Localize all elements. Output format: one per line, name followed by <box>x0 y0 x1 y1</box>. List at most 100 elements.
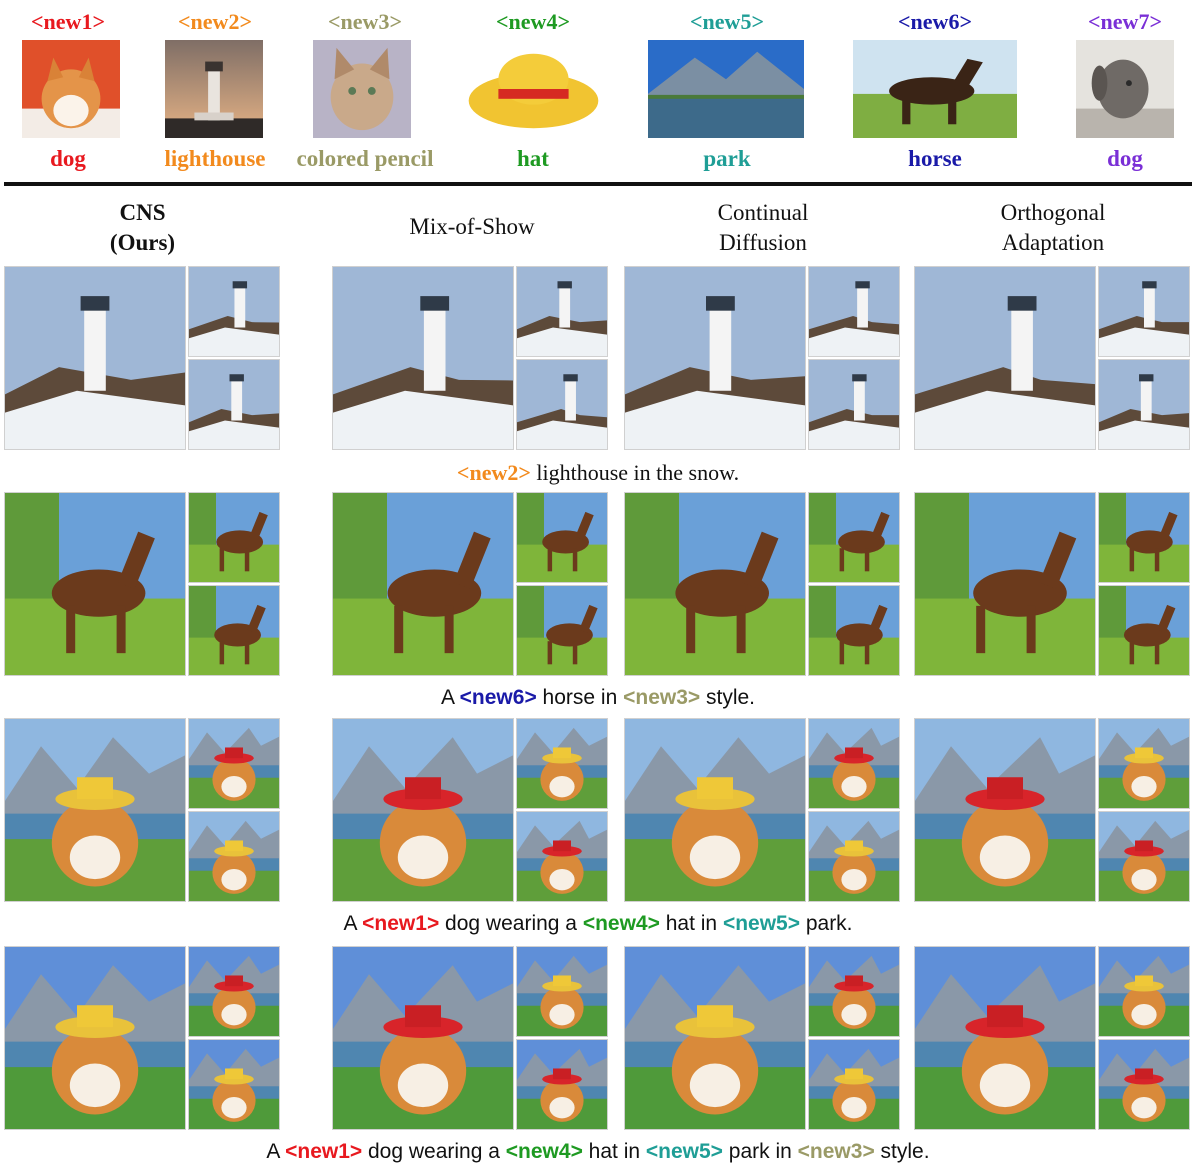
column-header-orthogonal-adaptation: Orthogonal Adaptation <box>914 198 1192 258</box>
caption-text: lighthouse in the snow. <box>530 460 740 485</box>
column-header-mix-of-show: Mix-of-Show <box>332 212 612 242</box>
concept-word: hat <box>517 146 549 171</box>
generated-image-orthogonal-adaptation-alt <box>1098 359 1190 450</box>
caption-text: style. <box>700 686 756 709</box>
generated-image-cns-alt <box>188 811 280 902</box>
concept-word: dog <box>50 146 86 171</box>
caption-text: style. <box>874 1140 930 1163</box>
column-header-line2: (Ours) <box>109 230 176 255</box>
generated-image-mix-of-show-main <box>332 946 514 1130</box>
column-header-line1: Continual <box>717 200 809 225</box>
lighthouse-photo-icon <box>165 40 263 138</box>
generated-image-orthogonal-adaptation-alt <box>1098 1039 1190 1130</box>
caption-row-4: A <new1> dog wearing a <new4> hat in <ne… <box>0 1140 1196 1164</box>
generated-image-cns-alt <box>188 718 280 809</box>
generated-image-continual-diffusion-alt <box>808 811 900 902</box>
generated-image-orthogonal-adaptation-alt <box>1098 811 1190 902</box>
caption-token: <new3> <box>797 1140 875 1163</box>
generated-image-cns-alt <box>188 492 280 583</box>
column-header-line1: CNS <box>119 200 166 225</box>
generated-image-cns-alt <box>188 585 280 676</box>
generated-image-continual-diffusion-alt <box>808 1039 900 1130</box>
concept-word: lighthouse <box>164 146 266 171</box>
generated-image-continual-diffusion-alt <box>808 585 900 676</box>
caption-text: hat in <box>659 912 723 935</box>
generated-image-continual-diffusion-alt <box>808 718 900 809</box>
caption-text: dog wearing a <box>439 912 583 935</box>
section-divider <box>4 182 1192 186</box>
caption-text: A <box>266 1140 286 1163</box>
concept-word: park <box>703 146 751 171</box>
straw-hat-photo-icon <box>466 40 601 138</box>
caption-row-1: <new2> lighthouse in the snow. <box>0 460 1196 486</box>
caption-token: <new6> <box>459 686 537 709</box>
caption-token: <new3> <box>623 686 701 709</box>
caption-token: <new5> <box>722 912 800 935</box>
caption-text: dog wearing a <box>362 1140 506 1163</box>
generated-image-orthogonal-adaptation-alt <box>1098 718 1190 809</box>
column-header-cns: CNS (Ours) <box>40 198 245 258</box>
generated-image-cns-main <box>4 266 186 450</box>
pencil-cat-drawing-icon <box>313 40 411 138</box>
generated-image-continual-diffusion-main <box>624 266 806 450</box>
caption-text: park. <box>800 912 853 935</box>
concept-word: dog <box>1107 146 1143 171</box>
generated-image-mix-of-show-main <box>332 718 514 902</box>
caption-text: horse in <box>536 686 624 709</box>
generated-image-mix-of-show-alt <box>516 266 608 357</box>
generated-image-continual-diffusion-alt <box>808 359 900 450</box>
concept-word: horse <box>908 146 962 171</box>
concept-tag: <new7> <box>1088 9 1162 34</box>
generated-image-cns-main <box>4 492 186 676</box>
concept-tag: <new2> <box>178 9 252 34</box>
caption-token: <new4> <box>505 1140 583 1163</box>
concept-word: colored pencil <box>296 146 434 171</box>
column-header-line1: Mix-of-Show <box>409 214 535 239</box>
caption-token: <new2> <box>456 460 531 485</box>
caption-text: A <box>440 686 460 709</box>
generated-image-continual-diffusion-main <box>624 946 806 1130</box>
generated-image-cns-alt <box>188 359 280 450</box>
generated-image-orthogonal-adaptation-alt <box>1098 266 1190 357</box>
generated-image-cns-main <box>4 718 186 902</box>
brown-horse-photo-icon <box>853 40 1017 138</box>
column-header-line1: Orthogonal <box>1000 200 1106 225</box>
generated-image-mix-of-show-alt <box>516 1039 608 1130</box>
caption-token: <new1> <box>285 1140 363 1163</box>
generated-image-mix-of-show-alt <box>516 359 608 450</box>
generated-image-continual-diffusion-alt <box>808 266 900 357</box>
caption-text: A <box>343 912 363 935</box>
caption-row-3: A <new1> dog wearing a <new4> hat in <ne… <box>0 912 1196 936</box>
caption-token: <new5> <box>645 1140 723 1163</box>
concept-tag: <new5> <box>690 9 764 34</box>
caption-text: hat in <box>582 1140 646 1163</box>
generated-image-mix-of-show-alt <box>516 718 608 809</box>
generated-image-orthogonal-adaptation-main <box>914 718 1096 902</box>
generated-image-mix-of-show-alt <box>516 492 608 583</box>
corgi-photo-icon <box>22 40 120 138</box>
concept-tag: <new6> <box>898 9 972 34</box>
generated-image-cns-alt <box>188 1039 280 1130</box>
grey-dog-photo-icon <box>1076 40 1174 138</box>
generated-image-continual-diffusion-alt <box>808 492 900 583</box>
caption-token: <new1> <box>362 912 440 935</box>
generated-image-cns-main <box>4 946 186 1130</box>
generated-image-continual-diffusion-alt <box>808 946 900 1037</box>
generated-image-orthogonal-adaptation-main <box>914 492 1096 676</box>
caption-text: park in <box>722 1140 798 1163</box>
column-header-line2: Diffusion <box>719 230 807 255</box>
caption-token: <new4> <box>582 912 660 935</box>
concept-tag: <new1> <box>31 9 105 34</box>
generated-image-continual-diffusion-main <box>624 718 806 902</box>
generated-image-mix-of-show-alt <box>516 811 608 902</box>
generated-image-cns-alt <box>188 946 280 1037</box>
caption-row-2: A <new6> horse in <new3> style. <box>0 686 1196 710</box>
generated-image-mix-of-show-alt <box>516 946 608 1037</box>
generated-image-orthogonal-adaptation-alt <box>1098 585 1190 676</box>
generated-image-cns-alt <box>188 266 280 357</box>
concept-tag: <new4> <box>496 9 570 34</box>
concept-tag: <new3> <box>328 9 402 34</box>
generated-image-mix-of-show-alt <box>516 585 608 676</box>
generated-image-orthogonal-adaptation-main <box>914 266 1096 450</box>
generated-image-continual-diffusion-main <box>624 492 806 676</box>
